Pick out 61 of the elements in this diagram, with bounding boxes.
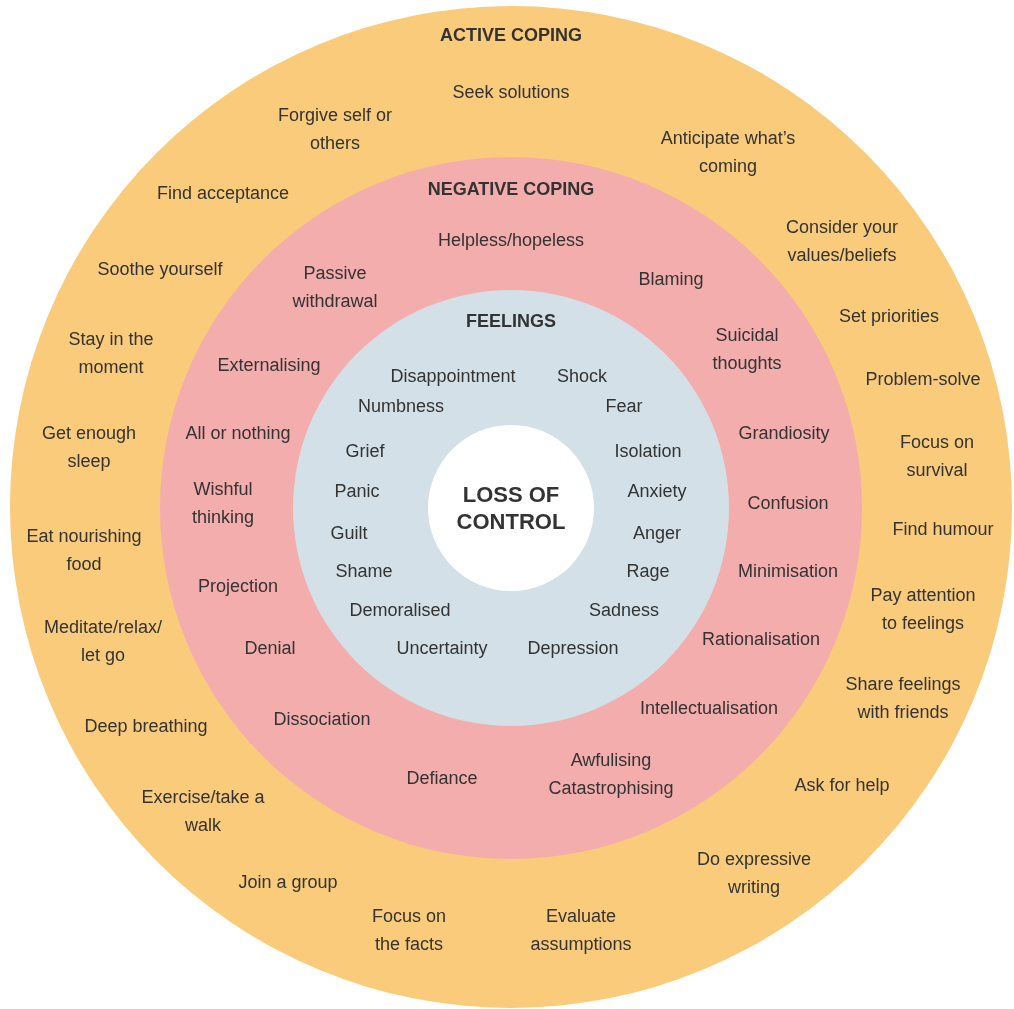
coping-strategy: Focus on survival: [898, 431, 975, 482]
negative-coping-item: Defiance: [406, 767, 478, 790]
coping-strategy: Share feelings with friends: [844, 673, 962, 724]
negative-coping-item: Externalising: [217, 354, 321, 377]
feeling-label: Guilt: [330, 522, 368, 545]
feeling-label: Anger: [633, 522, 681, 545]
negative-coping-item: Minimisation: [738, 560, 838, 583]
feeling-label: Uncertainty: [396, 637, 488, 660]
negative-coping-item: Suicidal thoughts: [711, 324, 783, 375]
coping-strategy: Ask for help: [794, 774, 890, 797]
coping-strategy: Deep breathing: [84, 715, 208, 738]
coping-strategy: Get enough sleep: [40, 422, 138, 473]
circle-heading: FEELINGS: [466, 310, 556, 333]
circle-heading: ACTIVE COPING: [440, 24, 582, 47]
negative-coping-item: Blaming: [638, 268, 704, 291]
feeling-label: Anxiety: [627, 480, 687, 503]
coping-strategy: Evaluate assumptions: [529, 905, 633, 956]
negative-coping-item: Passive withdrawal: [291, 262, 379, 313]
circle-heading: LOSS OF CONTROL: [455, 481, 567, 535]
negative-coping-item: Intellectualisation: [639, 697, 779, 720]
coping-strategy: Anticipate what’s coming: [659, 127, 797, 178]
coping-strategy: Exercise/take a walk: [140, 786, 266, 837]
negative-coping-item: Catastrophising: [548, 777, 674, 800]
feeling-label: Sadness: [588, 599, 660, 622]
coping-strategy: Find acceptance: [156, 182, 290, 205]
feeling-label: Rage: [626, 560, 670, 583]
coping-strategy: Focus on the facts: [370, 905, 447, 956]
coping-strategy: Pay attention to feelings: [869, 584, 977, 635]
coping-strategy: Soothe yourself: [97, 258, 223, 281]
feeling-label: Shame: [335, 560, 393, 583]
negative-coping-item: Denial: [244, 637, 296, 660]
feeling-label: Isolation: [614, 440, 682, 463]
negative-coping-item: Helpless/hopeless: [437, 229, 585, 252]
feeling-label: Fear: [605, 395, 643, 418]
coping-strategy: Seek solutions: [452, 81, 570, 104]
negative-coping-item: Confusion: [747, 492, 829, 515]
feeling-label: Disappointment: [390, 365, 516, 388]
coping-strategy: Consider your values/beliefs: [784, 216, 900, 267]
coping-strategy: Meditate/relax/ let go: [42, 616, 164, 667]
coping-strategy: Forgive self or others: [276, 104, 393, 155]
negative-coping-item: All or nothing: [185, 422, 291, 445]
circle-heading: NEGATIVE COPING: [427, 178, 595, 201]
negative-coping-item: Rationalisation: [701, 628, 821, 651]
coping-strategy: Eat nourishing food: [25, 525, 143, 576]
coping-strategy: Problem-solve: [865, 368, 981, 391]
coping-strategy: Stay in the moment: [67, 328, 155, 379]
feeling-label: Demoralised: [349, 599, 451, 622]
coping-strategy: Join a group: [238, 871, 338, 894]
negative-coping-item: Dissociation: [273, 708, 371, 731]
coping-strategy: Set priorities: [839, 305, 939, 328]
negative-coping-item: Awfulising: [570, 749, 652, 772]
coping-strategy: Do expressive writing: [695, 848, 812, 899]
negative-coping-item: Grandiosity: [738, 422, 830, 445]
feeling-label: Numbness: [358, 395, 444, 418]
feeling-label: Grief: [345, 440, 385, 463]
negative-coping-item: Projection: [198, 575, 278, 598]
negative-coping-item: Wishful thinking: [190, 478, 255, 529]
feeling-label: Shock: [557, 365, 607, 388]
feeling-label: Depression: [527, 637, 619, 660]
coping-strategy: Find humour: [892, 518, 994, 541]
feeling-label: Panic: [334, 480, 380, 503]
